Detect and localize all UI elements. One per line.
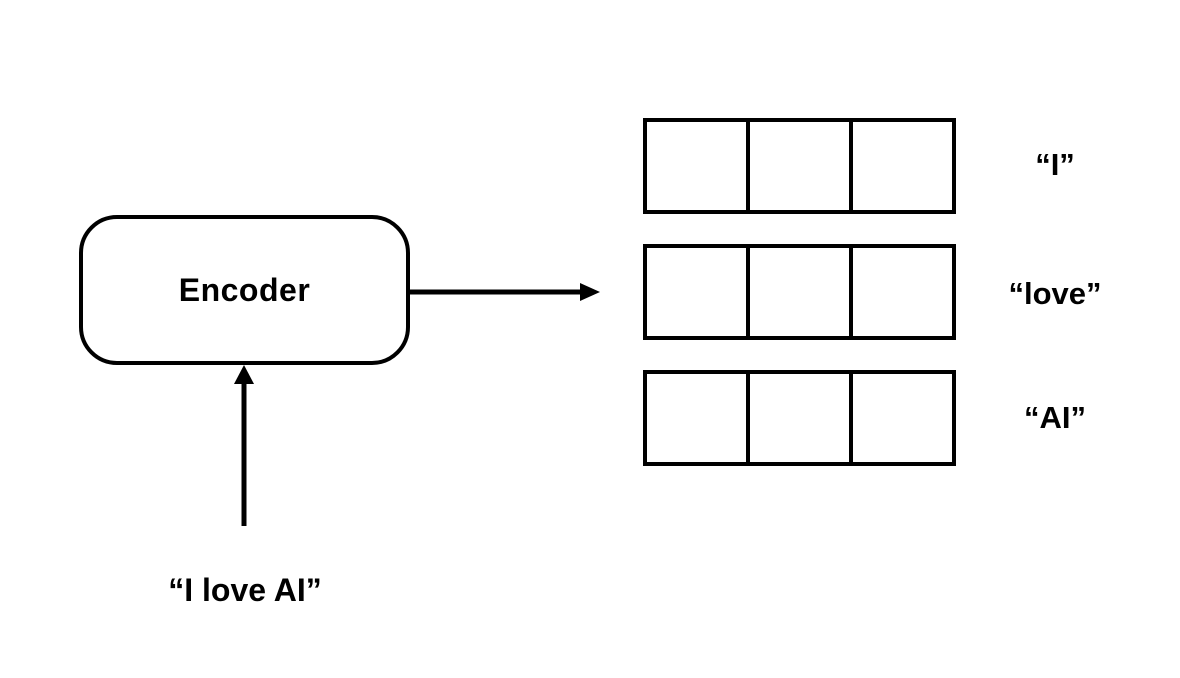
vector-cell — [849, 122, 952, 210]
embedding-vector-row — [643, 118, 956, 214]
embedding-vector-row — [643, 370, 956, 466]
vector-cell — [647, 248, 746, 336]
vector-cell — [746, 374, 849, 462]
vector-label-love: “love” — [1008, 276, 1102, 311]
embedding-vector-row — [643, 244, 956, 340]
vector-label-ai: “AI” — [1024, 400, 1086, 435]
vector-cell — [746, 248, 849, 336]
vector-cell — [849, 248, 952, 336]
vector-cell — [746, 122, 849, 210]
input-sentence: “I love AI” — [168, 572, 322, 608]
encoder-label: Encoder — [178, 271, 311, 308]
vector-cell — [849, 374, 952, 462]
vector-label-i: “I” — [1035, 147, 1075, 182]
arrow-up-icon — [234, 365, 254, 526]
vector-cell — [647, 374, 746, 462]
encoder-block: Encoder — [79, 215, 410, 365]
arrow-right-icon — [410, 283, 600, 301]
vector-cell — [647, 122, 746, 210]
